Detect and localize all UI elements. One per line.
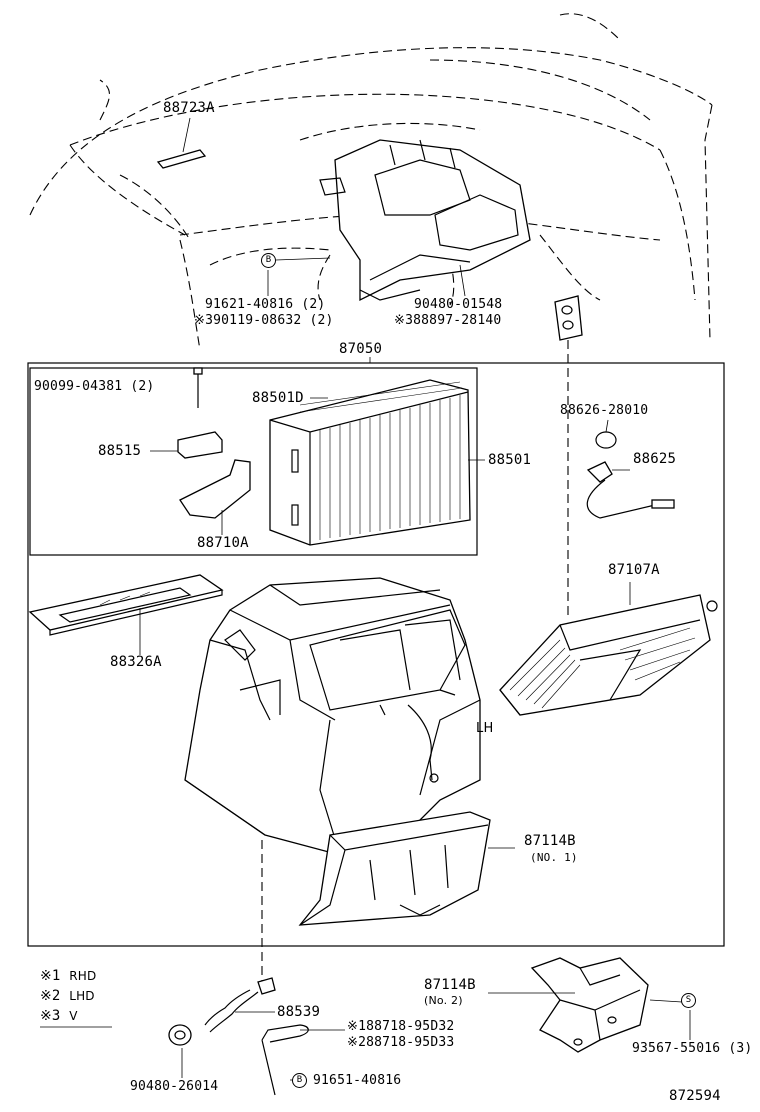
label-87114B-no2: 87114B [424,977,476,993]
label-90099-04381: 90099-04381 (2) [34,379,155,394]
lh-mark: LH [476,721,494,736]
legend-item-3: ※3 V [40,1009,78,1023]
legend-text: RHD [69,969,97,983]
callout-b-top: B [261,253,276,268]
label-90480-01548: 90480-01548 [414,297,503,312]
label-88710A: 88710A [197,535,249,551]
legend-mark: ※3 [40,1008,61,1024]
bracket-88710A-shape [179,459,251,519]
label-88539: 88539 [277,1004,321,1020]
label-88723A: 88723A [163,100,215,116]
heater-case-shape [184,577,481,856]
label-88626-28010: 88626-28010 [560,403,649,418]
label-390119-08632: ※390119-08632 (2) [194,313,334,328]
label-88515: 88515 [98,443,142,459]
duct-no2-shape [530,957,649,1053]
label-188718-95D32: ※188718-95D32 [347,1019,455,1034]
label-87114B-no1-note: (NO. 1) [530,851,578,864]
legend-text: LHD [69,989,95,1003]
wire-harness-shape [261,1024,309,1096]
label-288718-95D33: ※288718-95D33 [347,1035,455,1050]
evaporator-subbox [29,367,478,556]
heater-core-shape [499,594,718,716]
evaporator-shape [269,379,471,546]
label-87114B-no1: 87114B [524,833,576,849]
legend-item-2: ※2 LHD [40,989,95,1003]
label-88501D: 88501D [252,390,304,406]
diagram-number: 872594 [669,1088,721,1104]
label-88625: 88625 [633,451,677,467]
grommet-plate-shape [554,295,583,341]
label-91621-40816: 91621-40816 (2) [205,297,326,312]
label-91651-40816: 91651-40816 [313,1073,402,1088]
upper-duct-assembly [319,139,531,302]
assembly-87050-box [27,362,725,947]
legend-mark: ※1 [40,968,61,984]
drain-hose-shape [204,977,276,1033]
label-88326A: 88326A [110,654,162,670]
legend-item-1: ※1 RHD [40,969,96,983]
filter-88326A-shape [28,574,224,636]
label-87050: 87050 [339,341,383,357]
label-87114B-no2-note: (No. 2) [424,994,463,1007]
label-87107A: 87107A [608,562,660,578]
thermistor-shape [586,461,613,483]
legend-mark: ※2 [40,988,61,1004]
duct-no1-shape [298,811,491,926]
label-93567-55016: 93567-55016 (3) [632,1041,753,1056]
legend-text: V [69,1009,78,1023]
label-388897-28140: ※388897-28140 [394,313,502,328]
label-88501: 88501 [488,452,532,468]
callout-s-right: S [681,993,696,1008]
label-90480-26014: 90480-26014 [130,1079,219,1094]
expansion-valve-shape [177,431,223,459]
part-88723A-shape [156,149,207,169]
callout-b-bottom: B [292,1073,307,1088]
